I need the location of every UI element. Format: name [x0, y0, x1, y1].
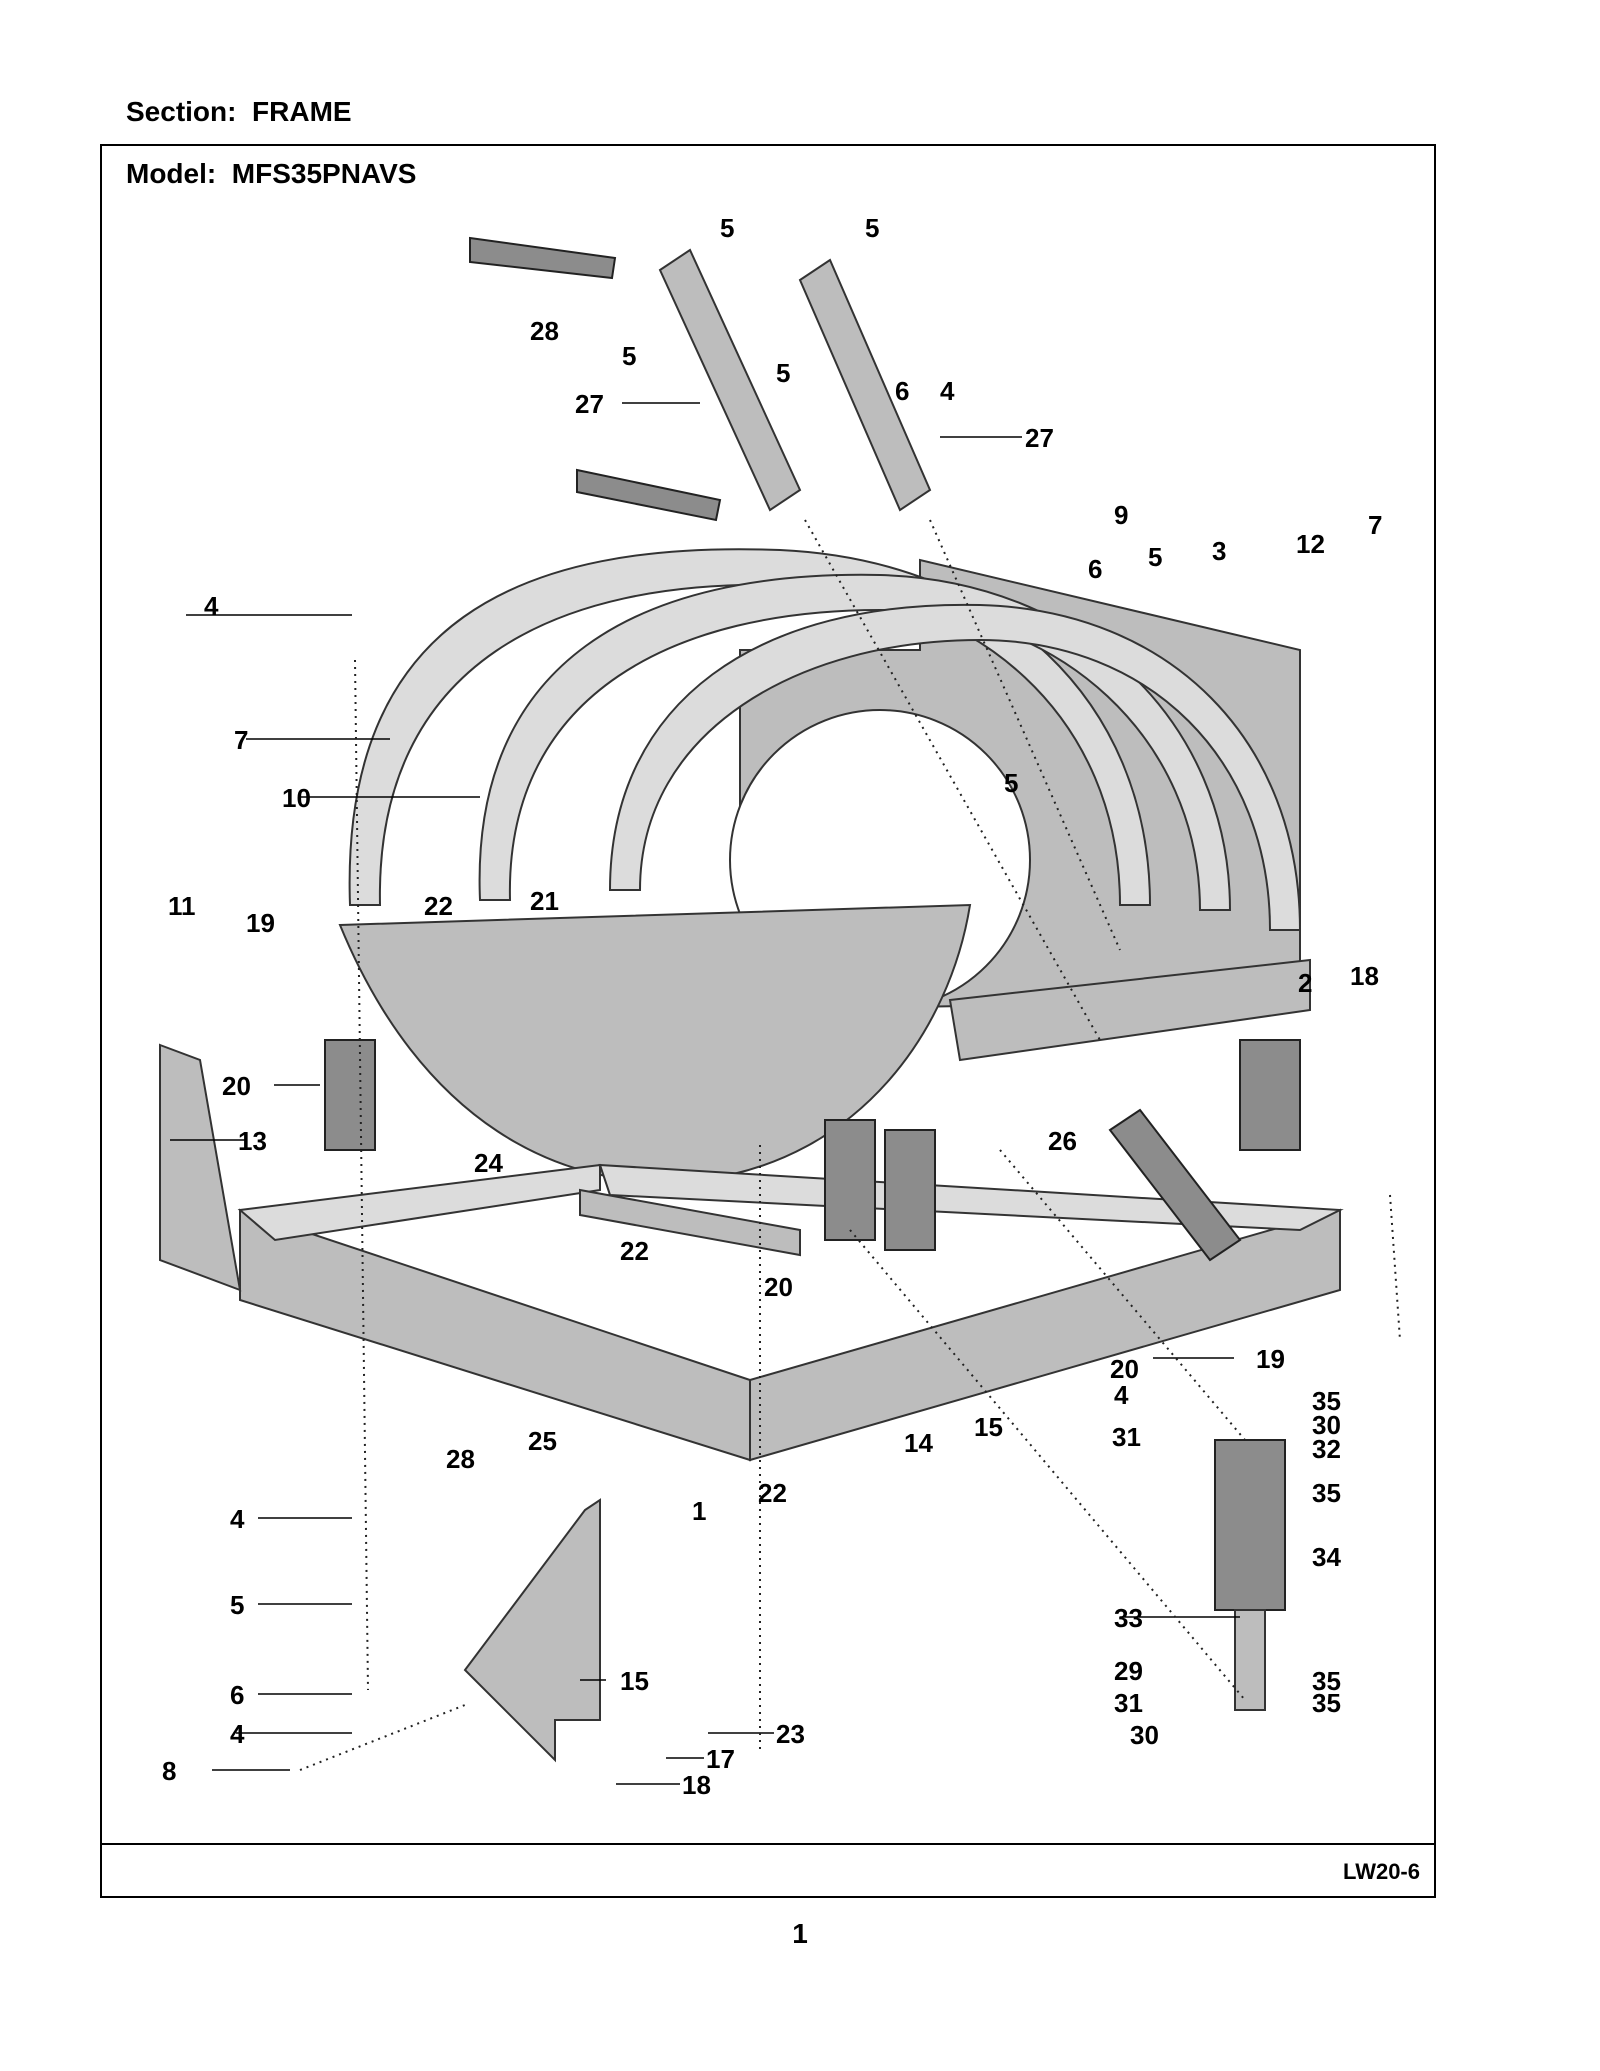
callout-7-right: 7 [1368, 510, 1382, 540]
model-value: MFS35PNAVS [231, 158, 417, 189]
callout-20-right: 26 [1048, 1126, 1077, 1156]
callout-1: 25 [528, 1426, 557, 1456]
model-label: Model: [126, 158, 217, 189]
callout-31-bottom: 35 [1312, 1666, 1341, 1696]
frame-illustration [159, 236, 1344, 1763]
shock-absorber-left [658, 248, 802, 512]
callout-4-bottom: 6 [230, 1680, 244, 1710]
callout-23: 15 [620, 1666, 649, 1696]
callout-labels: 28 5 5 5 5 5 6 4 27 27 9 3 12 7 6 5 4 7 … [162, 213, 1382, 1800]
section-heading: Section: FRAME [126, 96, 352, 128]
callout-4-top: 4 [940, 376, 955, 406]
callout-33: 34 [1312, 1542, 1341, 1572]
callout-2: 22 [620, 1236, 649, 1266]
callout-20-top: 21 [530, 886, 559, 916]
callout-22-left: 19 [246, 908, 275, 938]
cradle-band-10 [348, 548, 1152, 906]
callout-12: 12 [1296, 529, 1325, 559]
spring-left-front [324, 1039, 376, 1151]
callout-26: 18 [1350, 961, 1379, 991]
callout-11: 10 [282, 783, 311, 813]
callout-19-left: 11 [168, 891, 196, 921]
callout-5-a: 5 [622, 341, 636, 371]
callout-35-d: 31 [1114, 1688, 1143, 1718]
callout-6-bottom: 5 [230, 1590, 244, 1620]
section-value: FRAME [252, 96, 352, 127]
callout-24: 13 [238, 1126, 267, 1156]
callout-3: 3 [1212, 536, 1226, 566]
base-frame-side [749, 1208, 1341, 1462]
spring-assembly-34 [1214, 1439, 1286, 1611]
callout-5-bottom: 4 [230, 1504, 245, 1534]
callout-5-c: 5 [776, 358, 790, 388]
base-frame-front [239, 1208, 751, 1462]
damper-link [1108, 1108, 1242, 1262]
callout-10: 7 [234, 725, 248, 755]
callout-35-b: 32 [1312, 1434, 1341, 1464]
gusset-24 [159, 1043, 242, 1292]
callout-15-bottom: 8 [162, 1756, 176, 1786]
callout-18-bottom: 17 [706, 1744, 735, 1774]
callout-30-bottom: 35 [1312, 1688, 1341, 1718]
spring-right [1239, 1039, 1301, 1151]
shock-absorber-right [798, 258, 932, 512]
callout-5-e: 5 [1148, 542, 1162, 572]
callout-14: 20 [764, 1272, 793, 1302]
base-frame-back-left [237, 1163, 601, 1242]
callout-31-top: 30 [1312, 1410, 1341, 1440]
callout-5-d: 5 [865, 213, 879, 243]
assembly-lines [299, 519, 1401, 1771]
callout-22-mid: 24 [474, 1148, 503, 1178]
callout-16: 18 [682, 1770, 711, 1800]
bolt-28-top [469, 236, 617, 280]
callout-7-left: 4 [204, 591, 219, 621]
spring-front-a [824, 1119, 876, 1241]
callout-32: 31 [1112, 1422, 1141, 1452]
callout-9: 9 [1114, 500, 1128, 530]
callout-20-bottom: 22 [758, 1478, 787, 1508]
callout-30-top: 35 [1312, 1386, 1341, 1416]
cradle-band-9 [608, 603, 1302, 931]
cradle-band-11 [478, 573, 1232, 911]
spring-rod-29 [1234, 1609, 1266, 1711]
callout-4-mid: 5 [1004, 768, 1018, 798]
callout-18-right: 2 [1298, 968, 1312, 998]
spring-front-b [884, 1129, 936, 1251]
front-crossbar [948, 958, 1311, 1062]
callout-22-bottom: 1 [692, 1496, 706, 1526]
leader-lines [170, 402, 1240, 1785]
callout-17: 23 [776, 1719, 805, 1749]
callout-27-left: 27 [575, 389, 604, 419]
bolt-lower [576, 468, 722, 522]
callout-6-mid: 6 [1088, 554, 1102, 584]
base-frame-back-right [598, 1163, 1344, 1232]
callout-28-right: 19 [1256, 1344, 1285, 1374]
model-heading: Model: MFS35PNAVS [126, 158, 416, 190]
figure-id: LW20-6 [1342, 1859, 1420, 1884]
gusset-23 [463, 1498, 601, 1763]
callout-29: 33 [1114, 1603, 1143, 1633]
callout-28-top: 28 [530, 316, 559, 346]
callout-34: 35 [1312, 1478, 1341, 1508]
callout-15-mid: 14 [904, 1428, 933, 1458]
callout-19-mid: 15 [974, 1412, 1003, 1442]
brace-14 [579, 1188, 801, 1257]
callout-21: 22 [424, 891, 453, 921]
callout-35-a: 4 [1114, 1380, 1129, 1410]
frame-footer: LW20-6 [102, 1843, 1434, 1898]
callout-8: 4 [230, 1719, 245, 1749]
diagram-frame: Model: MFS35PNAVS LW20-6 [100, 144, 1436, 1898]
page-number: 1 [792, 1918, 808, 1949]
callout-25: 28 [446, 1444, 475, 1474]
section-label: Section: [126, 96, 237, 127]
callout-13: 20 [222, 1071, 251, 1101]
callout-4-spring-bottom: 30 [1130, 1720, 1159, 1750]
callout-6-top: 6 [895, 376, 909, 406]
callout-35-c: 29 [1114, 1656, 1143, 1686]
callout-5-b: 5 [720, 213, 734, 243]
callout-27-right: 27 [1025, 423, 1054, 453]
callout-4-spring-top: 20 [1110, 1354, 1139, 1384]
